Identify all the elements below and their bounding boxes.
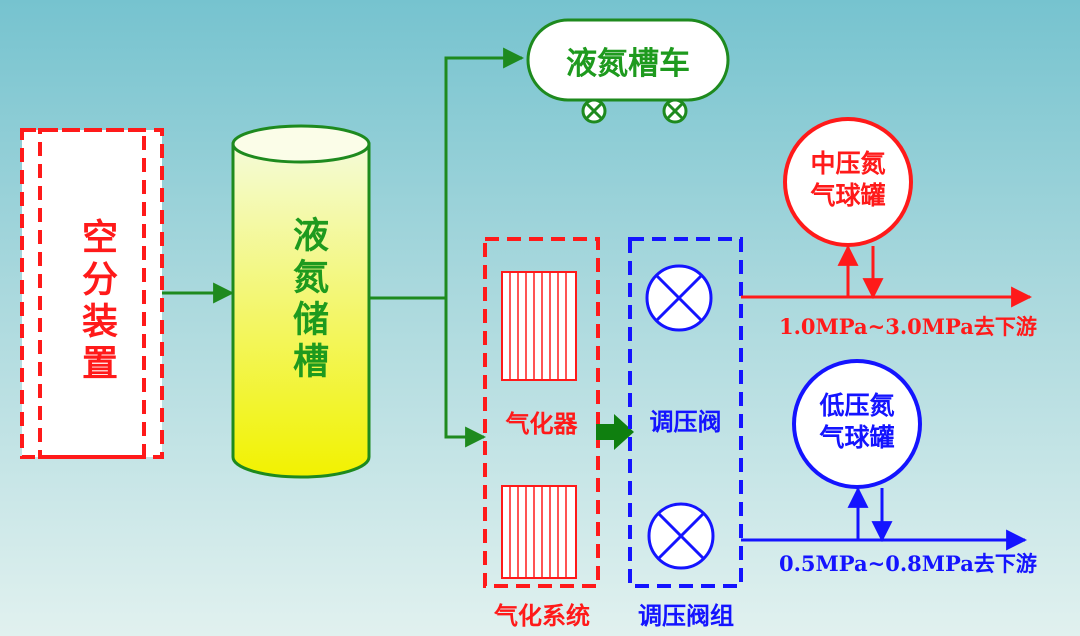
low-sphere-label-line1: 低压氮	[819, 391, 895, 420]
low-sphere-label-line2: 气球罐	[819, 423, 895, 452]
air-separation-label: 空分装置	[76, 218, 117, 386]
valve-icon	[647, 502, 715, 570]
valve-label: 调压阀	[649, 408, 722, 436]
vaporizer-unit-top	[501, 271, 577, 381]
medium-sphere-label-line1: 中压氮	[810, 149, 886, 178]
vaporizer-system-label: 气化系统	[494, 602, 590, 630]
green-flow-lines	[162, 47, 525, 448]
flow-to-truck	[370, 47, 525, 300]
flow-arrow-to-valves	[596, 414, 634, 450]
low-outlet-label: 0.5MPa~0.8MPa去下游	[779, 551, 1037, 576]
tanker-truck	[526, 18, 730, 124]
truck-wheel-icon	[581, 98, 607, 124]
valve-group-box	[628, 237, 743, 588]
tanker-truck-label: 液氮槽车	[566, 46, 690, 82]
valve-group-label: 调压阀组	[638, 602, 734, 630]
storage-tank-label: 液氮储槽	[287, 216, 328, 384]
vaporizer-system-box	[483, 237, 600, 588]
valve-icon	[645, 264, 713, 332]
low-sphere-label: 低压氮 气球罐	[794, 390, 920, 454]
air-separation-box	[20, 128, 164, 459]
storage-tank	[231, 124, 371, 479]
vaporizer-unit-bottom	[501, 485, 577, 579]
flow-to-vaporizer	[444, 298, 487, 448]
truck-wheel-icon	[662, 98, 688, 124]
medium-sphere-label: 中压氮 气球罐	[785, 148, 911, 212]
medium-sphere-label-line2: 气球罐	[810, 181, 886, 210]
medium-outlet-label: 1.0MPa~3.0MPa去下游	[779, 314, 1037, 339]
vaporizer-label: 气化器	[505, 410, 578, 438]
